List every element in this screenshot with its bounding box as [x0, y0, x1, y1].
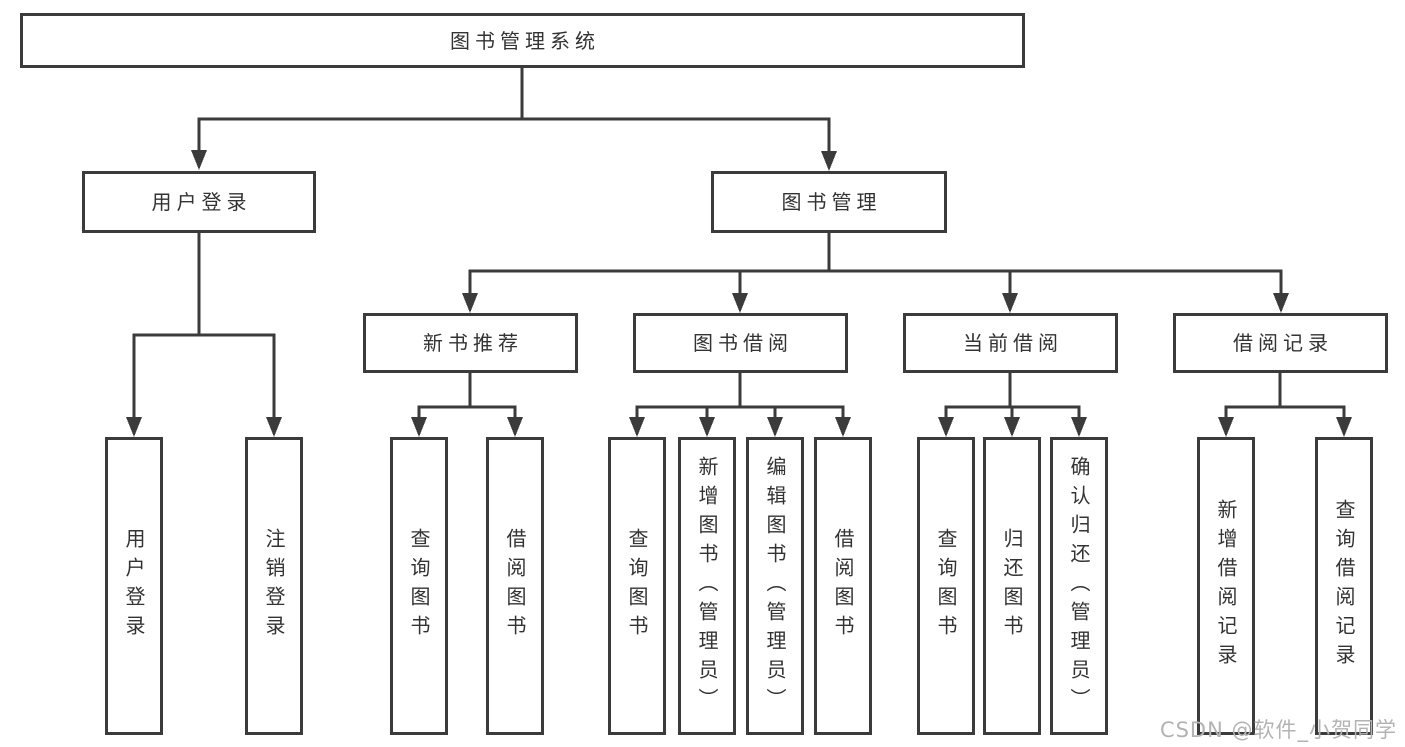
leaf-record-query: 查询借阅记录 [1315, 437, 1373, 735]
leaf-current-query: 查询图书 [917, 437, 975, 735]
leaf-borrow-add-admin: 新增图书（管理员） [678, 437, 736, 735]
connector-user-login-to-leaves [126, 233, 282, 437]
node-new-book-recommend: 新书推荐 [363, 313, 578, 373]
leaf-borrow-query: 查询图书 [608, 437, 666, 735]
leaf-borrow-borrow: 借阅图书 [814, 437, 872, 735]
node-user-login: 用户登录 [82, 171, 316, 233]
connector-new-book-to-leaves [411, 373, 523, 437]
leaf-newbook-query: 查询图书 [390, 437, 448, 735]
node-current-borrow: 当前借阅 [903, 313, 1118, 373]
node-borrow-record: 借阅记录 [1173, 313, 1388, 373]
csdn-watermark: CSDN @软件_小贺同学 [1159, 718, 1397, 742]
leaf-newbook-borrow: 借阅图书 [486, 437, 544, 735]
connector-book-management-to-level3 [462, 233, 1289, 313]
connector-book-borrow-to-leaves [629, 373, 851, 437]
connector-borrow-record-to-leaves [1218, 373, 1352, 437]
node-root: 图书管理系统 [20, 13, 1025, 68]
node-book-borrow: 图书借阅 [633, 313, 848, 373]
connector-root-to-level2 [191, 68, 837, 171]
leaf-record-add: 新增借阅记录 [1197, 437, 1255, 735]
leaf-logout: 注销登录 [245, 437, 303, 735]
connector-current-borrow-to-leaves [938, 373, 1087, 437]
leaf-current-confirm-return-admin: 确认归还（管理员） [1050, 437, 1108, 735]
node-book-management: 图书管理 [711, 171, 947, 233]
leaf-user-login: 用户登录 [105, 437, 163, 735]
leaf-borrow-edit-admin: 编辑图书（管理员） [746, 437, 804, 735]
leaf-current-return: 归还图书 [983, 437, 1041, 735]
